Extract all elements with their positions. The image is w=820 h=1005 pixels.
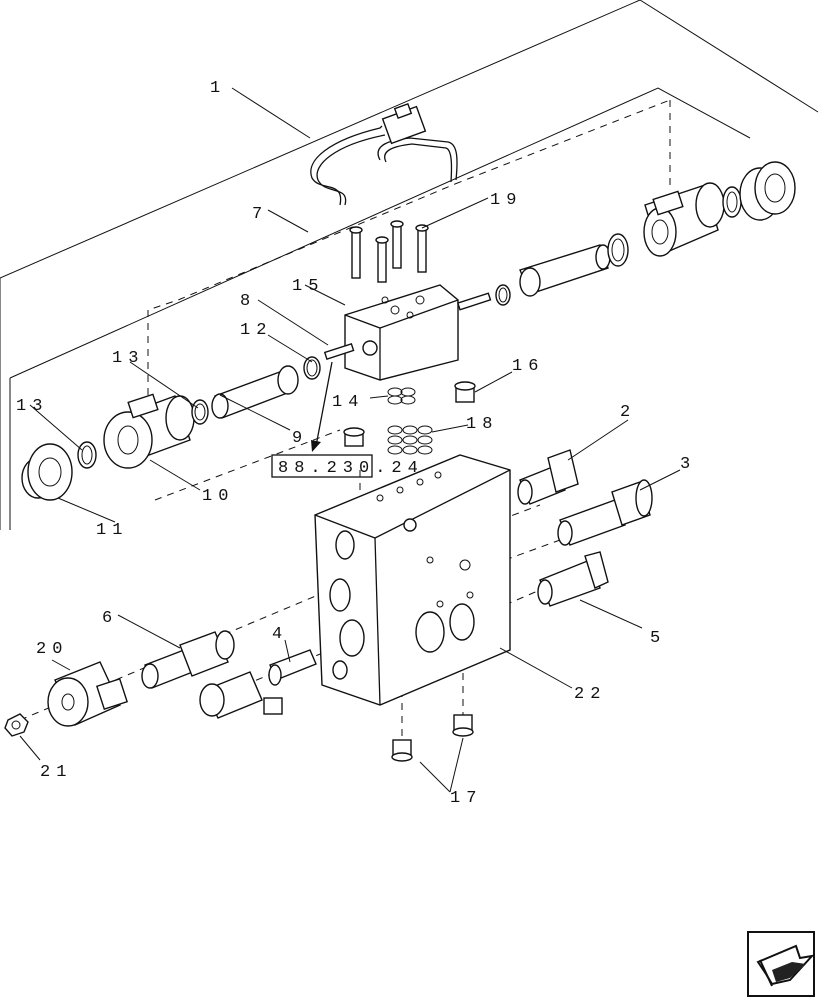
bolts xyxy=(349,220,429,283)
pin-and-ring xyxy=(303,342,355,380)
callout-10: 10 xyxy=(202,487,234,506)
callout-21: 21 xyxy=(40,763,72,782)
leader-lines xyxy=(19,87,681,793)
page-flip-arrow-icon[interactable] xyxy=(747,931,815,997)
reference-box-label: 88.230.24 xyxy=(278,459,424,478)
cartridge-valves xyxy=(517,449,653,607)
outline-panels xyxy=(0,0,819,530)
callout-9: 9 xyxy=(292,429,308,448)
callout-7: 7 xyxy=(252,205,268,224)
right-solenoid-group xyxy=(456,161,796,311)
callout-12: 12 xyxy=(240,321,272,340)
callout-15: 15 xyxy=(292,277,324,296)
callout-1: 1 xyxy=(210,79,226,98)
bottom-plugs xyxy=(391,714,474,762)
main-valve-block xyxy=(314,454,511,706)
left-solenoid-group xyxy=(21,365,299,501)
callout-17: 17 xyxy=(450,789,482,808)
callouts: 1 2 3 4 5 6 7 8 9 10 11 12 13 13 14 15 1… xyxy=(16,79,696,808)
callout-19: 19 xyxy=(490,191,522,210)
callout-8: 8 xyxy=(240,292,256,311)
callout-18: 18 xyxy=(466,415,498,434)
callout-16: 16 xyxy=(512,357,544,376)
callout-5: 5 xyxy=(650,629,666,648)
callout-20: 20 xyxy=(36,640,68,659)
callout-2: 2 xyxy=(620,403,636,422)
left-cartridges xyxy=(141,630,317,719)
pilot-manifold xyxy=(344,284,459,381)
callout-3: 3 xyxy=(680,455,696,474)
callout-14: 14 xyxy=(332,393,364,412)
callout-13b: 13 xyxy=(16,397,48,416)
lower-coil xyxy=(4,661,129,737)
wiring-harness xyxy=(310,103,458,206)
callout-22: 22 xyxy=(574,685,606,704)
callout-11: 11 xyxy=(96,521,128,540)
seal-stacks xyxy=(343,381,476,455)
callout-13a: 13 xyxy=(112,349,144,368)
reference-box[interactable]: 88.230.24 xyxy=(271,454,424,478)
callout-6: 6 xyxy=(102,609,118,628)
callout-4: 4 xyxy=(272,625,288,644)
